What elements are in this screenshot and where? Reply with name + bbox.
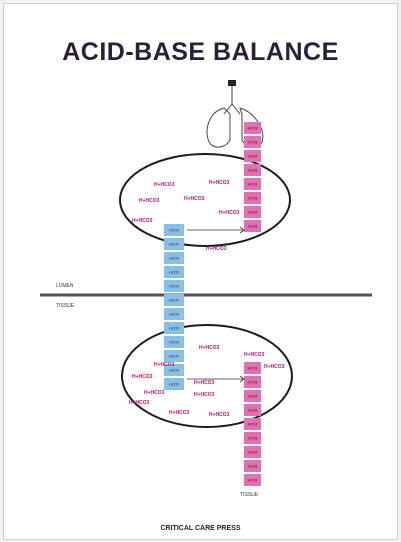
- pink-cell: [244, 376, 261, 388]
- ion-label: H+HCO3: [154, 362, 175, 368]
- pink-cell: [244, 362, 261, 374]
- pink-cell: [244, 418, 261, 430]
- pink-cell-text: HCO3: [248, 479, 258, 483]
- pink-cell: [244, 446, 261, 458]
- blue-cell-text: HCO3: [169, 383, 179, 387]
- pink-cell: [244, 178, 261, 190]
- ion-label: H+HCO3: [199, 345, 220, 351]
- pink-cell: [244, 150, 261, 162]
- pink-cell-text: HCO3: [248, 451, 258, 455]
- pink-cell-text: HCO3: [248, 225, 258, 229]
- blue-cell: [164, 364, 184, 376]
- ion-label: H+HCO3: [184, 196, 205, 202]
- blue-cell: [164, 252, 184, 264]
- pink-cell-text: HCO3: [248, 423, 258, 427]
- blue-cell: [164, 294, 184, 306]
- ion-label: H+HCO3: [144, 390, 165, 396]
- pink-cell: [244, 432, 261, 444]
- poster-title: ACID-BASE BALANCE: [62, 38, 339, 66]
- pink-cell: [244, 164, 261, 176]
- pink-cell-text: HCO3: [248, 169, 258, 173]
- blue-cell-text: HCO3: [169, 327, 179, 331]
- pink-cell: [244, 192, 261, 204]
- ion-label: H+HCO3: [169, 410, 190, 416]
- ion-label: H+HCO3: [209, 412, 230, 418]
- ion-label: H+HCO3: [194, 380, 215, 386]
- pink-cell: [244, 474, 261, 486]
- blue-cell: [164, 350, 184, 362]
- blue-cell: [164, 308, 184, 320]
- pink-cell-text: HCO3: [248, 395, 258, 399]
- pink-cell-text: HCO3: [248, 141, 258, 145]
- blue-cell: [164, 224, 184, 236]
- upper-compartment-ellipse: [119, 153, 291, 247]
- lumen-label: LUMEN: [56, 283, 74, 289]
- pink-cell: [244, 460, 261, 472]
- blue-cell: [164, 280, 184, 292]
- ion-label: H+HCO3: [132, 218, 153, 224]
- ion-label: H+HCO3: [206, 246, 227, 252]
- pink-cell-text: HCO3: [248, 465, 258, 469]
- ion-label: H+HCO3: [209, 180, 230, 186]
- ion-label: H+HCO3: [194, 392, 215, 398]
- tissue-bottom-label: TISSUE: [240, 492, 259, 498]
- acid-base-diagram: LUMEN TISSUE HCO3HCO3HCO3HCO3HCO3HCO3HCO…: [40, 80, 372, 498]
- pink-cell-text: HCO3: [248, 127, 258, 131]
- pink-cell: [244, 404, 261, 416]
- blue-cell-text: HCO3: [169, 341, 179, 345]
- blue-cell-text: HCO3: [169, 271, 179, 275]
- pink-cell-text: HCO3: [248, 367, 258, 371]
- pink-cell: [244, 206, 261, 218]
- blue-cell: [164, 378, 184, 390]
- blue-cell-text: HCO3: [169, 355, 179, 359]
- blue-cell: [164, 238, 184, 250]
- pink-cell: [244, 220, 261, 232]
- tissue-label: TISSUE: [56, 303, 75, 309]
- ion-label: H+HCO3: [154, 182, 175, 188]
- pink-cell-text: HCO3: [248, 183, 258, 187]
- blue-bicarbonate-column: HCO3HCO3HCO3HCO3HCO3HCO3HCO3HCO3HCO3HCO3…: [164, 224, 184, 390]
- blue-cell: [164, 266, 184, 278]
- pink-cell-text: HCO3: [248, 155, 258, 159]
- ion-label: H+HCO3: [264, 364, 285, 370]
- ion-label: H+HCO3: [132, 374, 153, 380]
- pink-cell: [244, 122, 261, 134]
- blue-cell-text: HCO3: [169, 229, 179, 233]
- blue-cell-text: HCO3: [169, 313, 179, 317]
- blue-cell-text: HCO3: [169, 257, 179, 261]
- lower-compartment-ellipse: [121, 324, 293, 428]
- ion-label: H+HCO3: [219, 210, 240, 216]
- connector-lines: [187, 226, 245, 383]
- pink-cell-text: HCO3: [248, 197, 258, 201]
- ion-label: H+HCO3: [139, 198, 160, 204]
- lungs-icon: [206, 80, 264, 148]
- ion-label: H+HCO3: [129, 400, 150, 406]
- blue-cell-text: HCO3: [169, 243, 179, 247]
- pink-cell-text: HCO3: [248, 211, 258, 215]
- pink-cell: [244, 136, 261, 148]
- blue-cell: [164, 336, 184, 348]
- blue-cell: [164, 322, 184, 334]
- blue-cell-text: HCO3: [169, 299, 179, 303]
- publisher-label: CRITICAL CARE PRESS: [160, 525, 241, 532]
- pink-cell-text: HCO3: [248, 409, 258, 413]
- ion-label: H+HCO3: [244, 352, 265, 358]
- blue-cell-text: HCO3: [169, 369, 179, 373]
- pink-cell-text: HCO3: [248, 381, 258, 385]
- pink-cell: [244, 390, 261, 402]
- pink-cell-text: HCO3: [248, 437, 258, 441]
- blue-cell-text: HCO3: [169, 285, 179, 289]
